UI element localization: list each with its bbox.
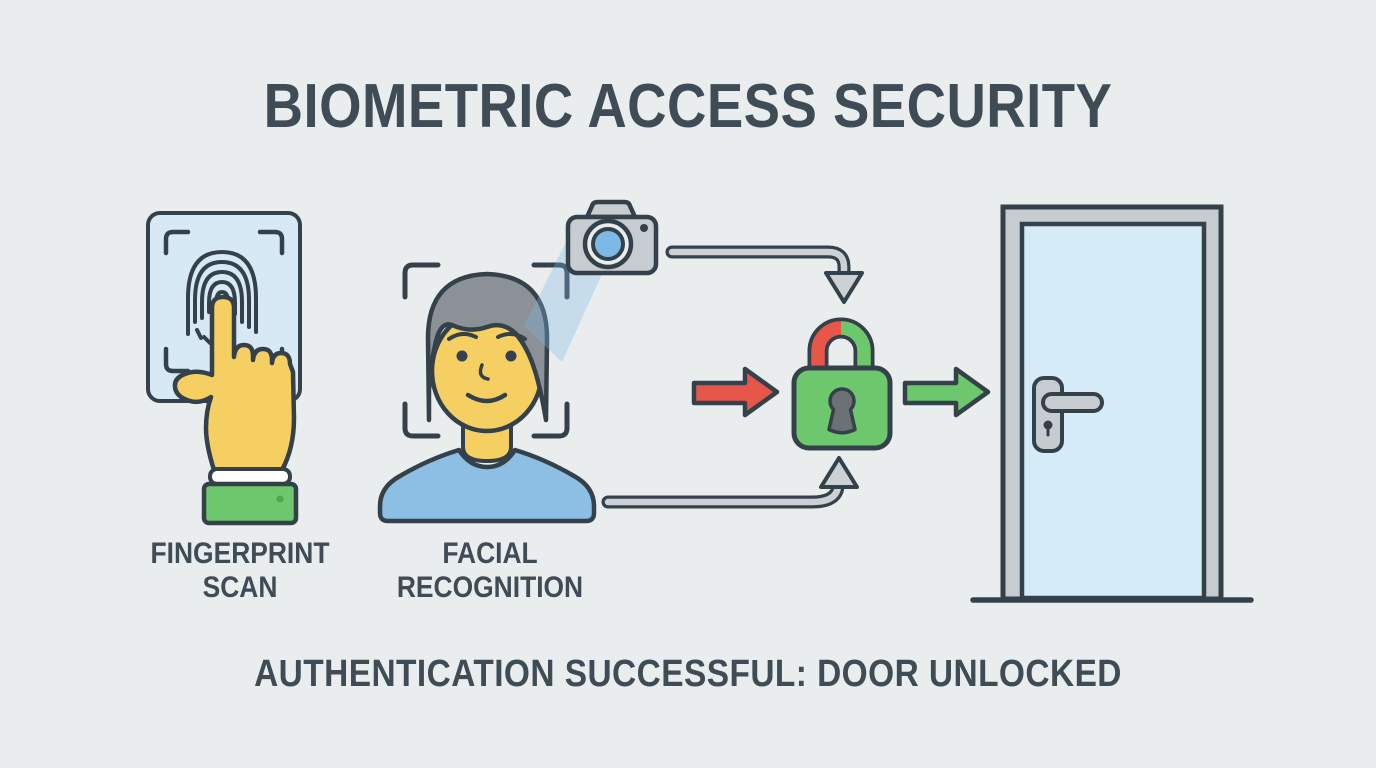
shackle-right-green — [840, 321, 871, 373]
left-eye — [456, 350, 468, 362]
bracket-top-right — [257, 229, 285, 256]
arrow-tube-fill — [668, 248, 848, 275]
handle-plate — [1032, 376, 1064, 453]
face-features — [447, 332, 527, 404]
door-icon — [970, 204, 1254, 603]
sleeve-button — [276, 495, 284, 503]
bracket-top-right — [531, 262, 570, 300]
arrowhead-up — [819, 456, 859, 489]
right-eye — [505, 350, 517, 362]
door-keyhole — [1043, 420, 1053, 430]
hand-shape — [172, 294, 297, 473]
nose — [478, 363, 490, 381]
shutter-dot — [640, 224, 648, 232]
arrow-tube-fill — [604, 481, 842, 506]
arrowhead-down — [824, 271, 864, 304]
label-line-1: FINGERPRINT — [150, 537, 330, 570]
bracket-top-left — [402, 262, 441, 300]
bracket-bottom-right — [531, 401, 570, 439]
hair — [425, 271, 550, 423]
green-arrow-icon — [902, 366, 991, 418]
face-scan-frame-icon — [402, 262, 570, 439]
handle-bar — [1041, 392, 1104, 413]
mouth — [465, 392, 508, 404]
padlock-icon — [791, 317, 893, 451]
camera-icon — [565, 199, 659, 276]
flow-arrow-bottom-icon — [601, 456, 859, 509]
flow-arrow-top-icon — [665, 245, 864, 304]
lens — [591, 227, 625, 261]
shirt — [377, 447, 597, 524]
shackle-left-red — [811, 321, 842, 373]
hand-touch-icon — [172, 294, 299, 526]
person-face-icon — [377, 271, 597, 524]
bracket-bottom-left — [163, 346, 191, 374]
right-eyebrow — [496, 332, 527, 341]
bracket-bottom-left — [402, 401, 441, 439]
camera-hump — [584, 199, 638, 220]
bracket-top-left — [163, 229, 191, 256]
label-line-2: RECOGNITION — [396, 571, 584, 604]
sleeve — [201, 481, 299, 526]
status-banner: AUTHENTICATION SUCCESSFUL: DOOR UNLOCKED — [254, 653, 1122, 695]
fingerprint-scan-label: FINGERPRINT SCAN — [108, 537, 372, 605]
label-line-1: FACIAL — [442, 537, 538, 570]
keyhole — [827, 387, 857, 435]
label-line-2: SCAN — [202, 571, 278, 604]
red-arrow-icon — [691, 366, 780, 418]
page-title: BIOMETRIC ACCESS SECURITY — [263, 72, 1113, 141]
facial-recognition-label: FACIAL RECOGNITION — [358, 537, 622, 605]
left-eyebrow — [447, 332, 478, 341]
